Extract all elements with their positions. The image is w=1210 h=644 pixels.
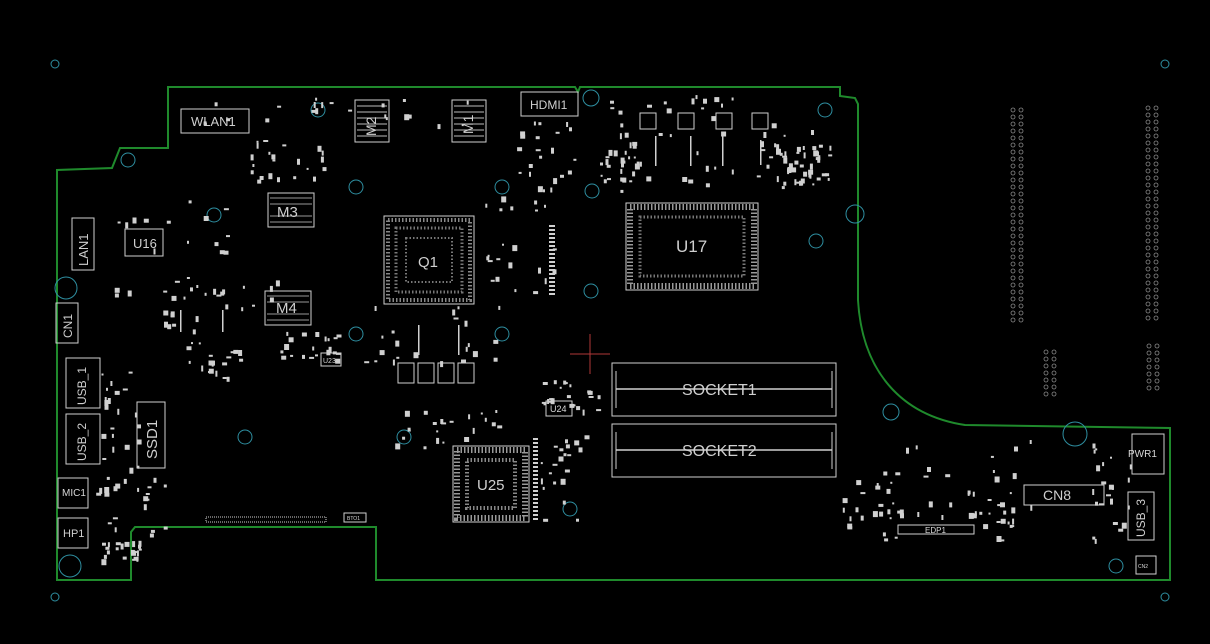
usb2-label: USB_2 <box>75 423 89 461</box>
cn2-label: CN2 <box>1138 564 1148 570</box>
origin-crosshair <box>570 334 610 374</box>
u24-label: U24 <box>550 404 567 414</box>
m1-module: M1 <box>451 99 487 143</box>
socket2-label: SOCKET2 <box>682 443 757 460</box>
usb3-connector: USB_3 <box>1127 491 1155 541</box>
board-outline <box>56 86 1171 581</box>
mic1-label: MIC1 <box>62 488 86 499</box>
q1-label: Q1 <box>418 254 438 271</box>
u25-bga: U25 <box>452 445 530 523</box>
usb3-label: USB_3 <box>1134 499 1148 537</box>
usb1-label: USB_1 <box>75 367 89 405</box>
cn8-connector: CN8 <box>1023 484 1105 506</box>
u17-cpu: U17 <box>625 202 759 291</box>
hp1-label: HP1 <box>63 528 84 540</box>
cn8-label: CN8 <box>1043 487 1071 503</box>
usb2-connector: USB_2 <box>65 413 101 465</box>
u16-label: U16 <box>133 236 157 251</box>
bottom-connector-strip <box>205 516 327 523</box>
mic1-jack: MIC1 <box>57 477 89 509</box>
pwr1-label: PWR1 <box>1128 449 1157 460</box>
u17-label: U17 <box>676 237 707 256</box>
u24-chip: U24 <box>545 400 573 417</box>
u23-chip: U23 <box>320 352 342 367</box>
m4-label: M4 <box>276 300 297 317</box>
wlan1-label: WLAN1 <box>191 114 236 129</box>
m2-module: M2 <box>354 99 390 143</box>
bto1-label: BTO1 <box>347 516 360 522</box>
socket1-label: SOCKET1 <box>682 382 757 399</box>
cn1-connector: CN1 <box>55 302 79 344</box>
hp1-jack: HP1 <box>57 517 89 549</box>
u23-label: U23 <box>323 358 336 365</box>
cn2-connector: CN2 <box>1135 555 1157 575</box>
socket2-slot: SOCKET2 <box>611 423 837 478</box>
inductor-row <box>397 362 475 384</box>
socket1-slot: SOCKET1 <box>611 362 837 417</box>
bto1-part: BTO1 <box>343 512 367 523</box>
q1-bga: Q1 <box>383 215 475 305</box>
edp1-connector: EDP1 <box>897 524 975 535</box>
corner-mount-holes <box>50 59 1170 602</box>
cn1-label: CN1 <box>61 314 75 338</box>
edp1-label: EDP1 <box>925 526 946 535</box>
m4-module: M4 <box>264 290 312 326</box>
u25-label: U25 <box>477 477 505 494</box>
ssd1-connector: SSD1 <box>136 401 166 469</box>
via-array <box>1010 105 1160 397</box>
ssd1-label: SSD1 <box>144 420 161 459</box>
usb1-connector: USB_1 <box>65 357 101 409</box>
wlan1-connector: WLAN1 <box>180 108 250 134</box>
lan1-label: LAN1 <box>76 233 91 266</box>
m2-label: M2 <box>363 116 379 136</box>
top-right-chip-row <box>639 112 769 130</box>
lan1-connector: LAN1 <box>71 217 95 271</box>
m1-label: M1 <box>460 114 476 134</box>
u16-chip: U16 <box>124 228 164 257</box>
hdmi1-label: HDMI1 <box>530 98 568 112</box>
m3-label: M3 <box>277 204 298 221</box>
board-mount-holes <box>54 89 1124 578</box>
hdmi1-connector: HDMI1 <box>520 91 579 117</box>
pwr1-connector: PWR1 <box>1128 433 1165 475</box>
passive-components <box>96 95 1132 566</box>
m3-module: M3 <box>267 192 315 228</box>
